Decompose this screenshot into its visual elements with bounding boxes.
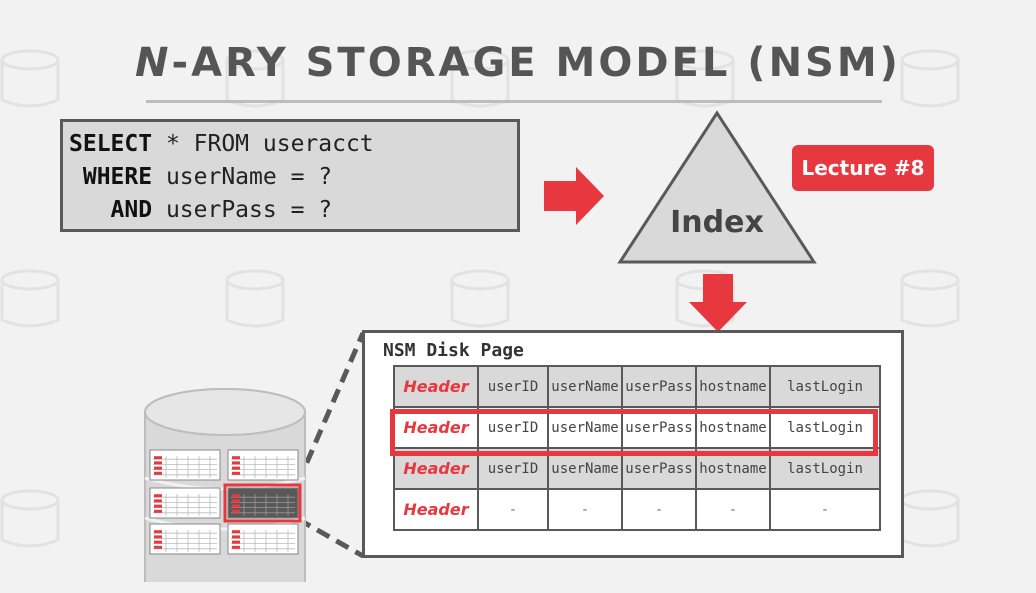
row-header-cell: Header xyxy=(393,365,479,408)
attribute-cell: - xyxy=(547,488,623,531)
attribute-cell: hostname xyxy=(695,406,771,449)
row-header-cell: Header xyxy=(393,406,479,449)
sql-text-select: * FROM useracct xyxy=(152,131,374,157)
background-database-icon xyxy=(900,269,960,328)
background-database-icon xyxy=(225,489,285,548)
sql-line-where: WHERE userName = ? xyxy=(69,161,517,194)
attribute-cell: - xyxy=(769,488,881,531)
attribute-cell: userPass xyxy=(621,406,697,449)
background-database-icon xyxy=(450,269,510,328)
attribute-cell: userName xyxy=(547,365,623,408)
attribute-cell: userName xyxy=(547,447,623,490)
attribute-cell: userPass xyxy=(621,365,697,408)
attribute-cell: userPass xyxy=(621,447,697,490)
disk-page-title: NSM Disk Page xyxy=(383,340,524,361)
attribute-cell: userID xyxy=(477,447,549,490)
attribute-cell: lastLogin xyxy=(769,406,881,449)
sql-query-box: SELECT * FROM useracct WHERE userName = … xyxy=(60,119,520,232)
title-underline xyxy=(146,100,882,103)
background-database-icon xyxy=(900,489,960,548)
attribute-cell: - xyxy=(621,488,697,531)
sql-keyword-where: WHERE xyxy=(69,164,153,190)
sql-text-where: userName = ? xyxy=(152,164,333,190)
background-database-icon xyxy=(0,489,60,548)
slide-title: N-ARY STORAGE MODEL (NSM) xyxy=(0,40,1036,86)
row-header-cell: Header xyxy=(393,488,479,531)
lecture-badge: Lecture #8 xyxy=(792,145,934,191)
background-database-icon xyxy=(0,269,60,328)
attribute-cell: - xyxy=(477,488,549,531)
index-label: Index xyxy=(670,205,764,240)
attribute-cell: - xyxy=(695,488,771,531)
attribute-cell: hostname xyxy=(695,447,771,490)
attribute-cell: userID xyxy=(477,406,549,449)
attribute-cell: hostname xyxy=(695,365,771,408)
title-italic: N xyxy=(135,40,172,86)
attribute-cell: lastLogin xyxy=(769,365,881,408)
sql-keyword-select: SELECT xyxy=(69,131,153,157)
attribute-cell: lastLogin xyxy=(769,447,881,490)
row-header-cell: Header xyxy=(393,447,479,490)
sql-keyword-and: AND xyxy=(69,197,153,223)
background-database-icon xyxy=(900,49,960,108)
attribute-cell: userName xyxy=(547,406,623,449)
background-database-icon xyxy=(675,269,735,328)
sql-text-and: userPass = ? xyxy=(152,197,333,223)
background-database-icon xyxy=(225,269,285,328)
title-text: -ARY STORAGE MODEL (NSM) xyxy=(171,40,901,86)
sql-line-and: AND userPass = ? xyxy=(69,194,517,227)
table-row: Header----- xyxy=(393,488,881,531)
attribute-cell: userID xyxy=(477,365,549,408)
sql-line-select: SELECT * FROM useracct xyxy=(69,128,517,161)
background-database-icon xyxy=(0,49,60,108)
